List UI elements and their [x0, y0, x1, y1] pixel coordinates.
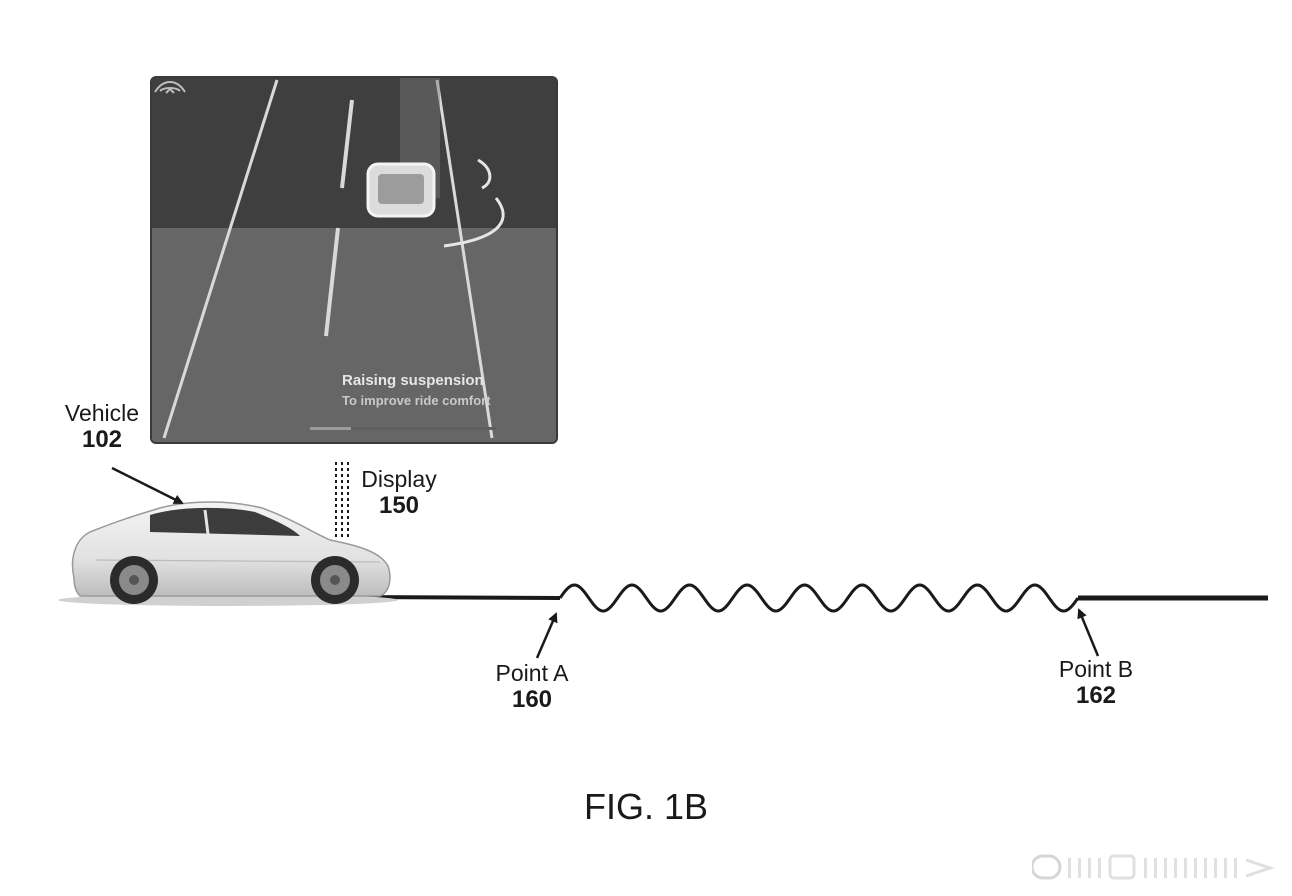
road-view-graphic — [152, 78, 556, 442]
point-b-arrow — [1077, 608, 1100, 657]
display-label: Display 150 — [350, 466, 448, 520]
display-screen: Raising suspension To improve ride comfo… — [150, 76, 558, 444]
vehicle-illustration — [58, 501, 398, 606]
screen-progress-bar — [310, 427, 496, 430]
road-flat-left — [359, 595, 561, 600]
watermark-logo — [1032, 854, 1275, 880]
display-label-ref: 150 — [378, 492, 420, 520]
point-b-label-ref: 162 — [1075, 682, 1117, 710]
point-b-label-name: Point B — [1058, 656, 1134, 682]
point-a-label-name: Point A — [495, 660, 569, 686]
screen-message-subtitle: To improve ride comfort — [342, 393, 491, 408]
screen-progress-fill — [310, 427, 351, 430]
suspension-icon — [154, 80, 186, 94]
figure-caption: FIG. 1B — [583, 786, 709, 827]
road-wavy-section — [558, 583, 1080, 613]
screen-message-title: Raising suspension — [342, 372, 484, 389]
vehicle-label-ref: 102 — [81, 426, 123, 454]
display-label-name: Display — [361, 466, 437, 492]
point-a-arrow — [535, 612, 558, 659]
display-leader-lines — [335, 462, 349, 538]
point-a-label: Point A 160 — [480, 660, 584, 714]
vehicle-arrow — [111, 466, 184, 505]
vehicle-label-name: Vehicle — [64, 400, 140, 426]
point-a-label-ref: 160 — [511, 686, 553, 714]
point-b-label: Point B 162 — [1044, 656, 1148, 710]
vehicle-label: Vehicle 102 — [50, 400, 154, 454]
